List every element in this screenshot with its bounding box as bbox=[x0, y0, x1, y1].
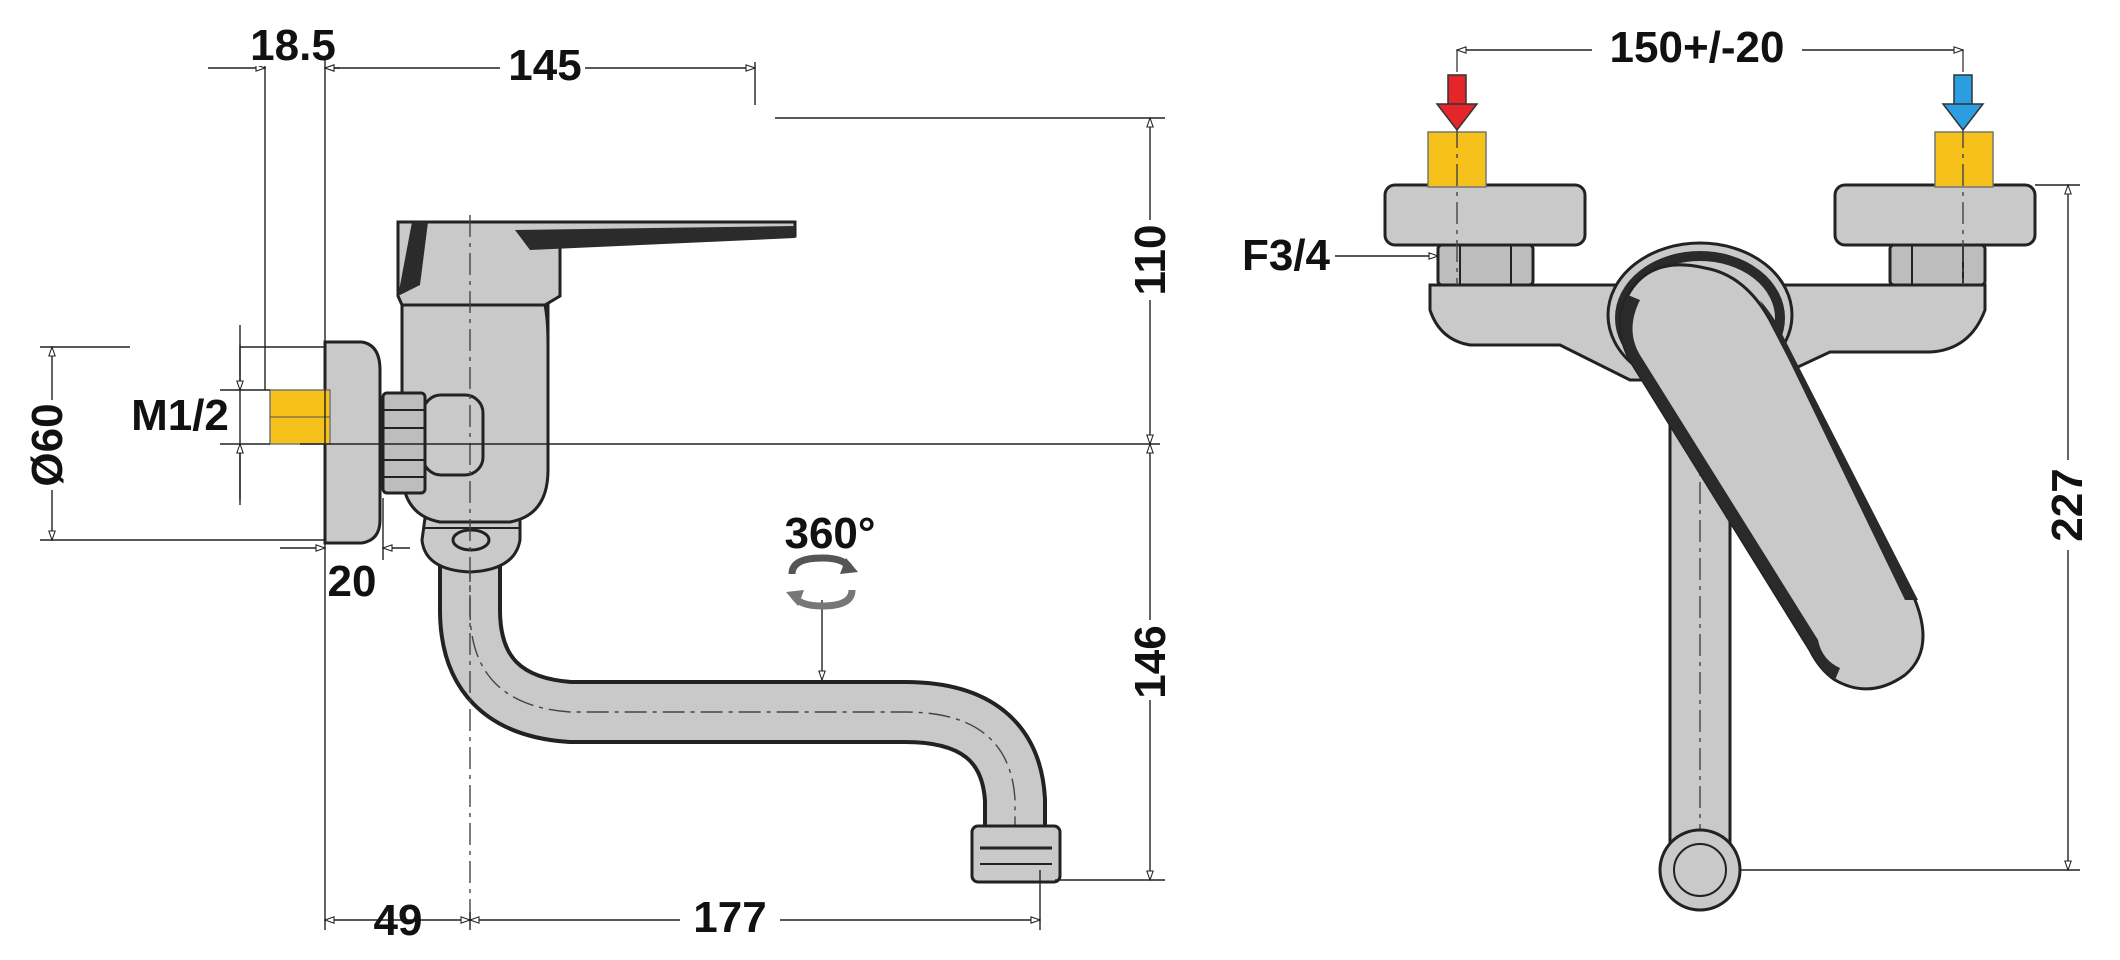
dim-20: 20 bbox=[328, 557, 377, 606]
dim-49: 49 bbox=[374, 896, 423, 945]
cold-water-arrow-icon bbox=[1941, 74, 1985, 132]
front-view: 150+/-20 F3/4 227 bbox=[1242, 22, 2092, 912]
side-view: 18.5 145 110 146 Ø60 M1/2 20 49 177 360° bbox=[23, 21, 1175, 945]
wall-flange bbox=[323, 340, 382, 545]
right-flange bbox=[1833, 183, 2037, 247]
left-nut bbox=[1436, 243, 1535, 287]
rotation-arrows-icon bbox=[786, 554, 858, 610]
dim-f3-4: F3/4 bbox=[1242, 231, 1331, 280]
swivel-ring bbox=[420, 516, 522, 574]
dim-m1-2: M1/2 bbox=[131, 391, 229, 440]
spout-pipe bbox=[438, 555, 1047, 860]
front-aerator bbox=[1658, 828, 1742, 912]
cold-thread bbox=[1934, 131, 1994, 188]
dim-146: 146 bbox=[1126, 625, 1175, 698]
dim-145: 145 bbox=[508, 41, 581, 90]
dim-227: 227 bbox=[2043, 468, 2092, 541]
dim-18-5: 18.5 bbox=[250, 21, 336, 70]
dim-177: 177 bbox=[693, 893, 766, 942]
dim-diameter-60: Ø60 bbox=[23, 403, 72, 486]
dim-110: 110 bbox=[1126, 225, 1175, 296]
dim-150: 150+/-20 bbox=[1610, 23, 1785, 72]
left-flange bbox=[1383, 183, 1587, 247]
right-nut bbox=[1888, 243, 1987, 287]
rotation-label: 360° bbox=[784, 509, 875, 558]
hex-connector bbox=[381, 391, 427, 495]
aerator bbox=[970, 824, 1062, 884]
hot-water-arrow-icon bbox=[1435, 74, 1479, 132]
